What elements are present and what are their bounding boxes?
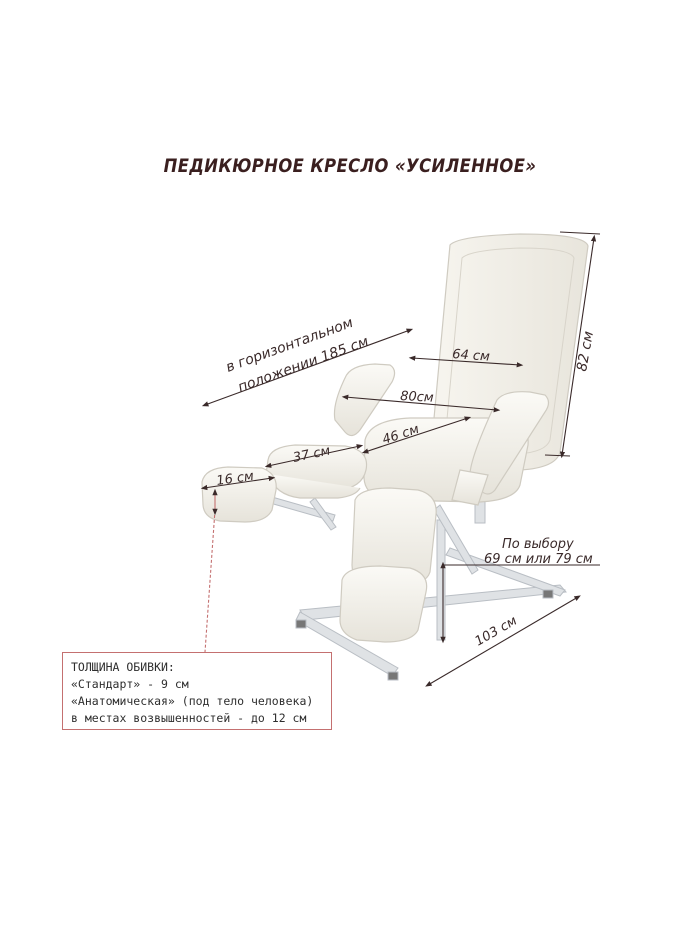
info-heading: ТОЛЩИНА ОБИВКИ: (71, 660, 175, 674)
info-line-standard: «Стандарт» - 9 см (71, 677, 189, 691)
label-option-line1: По выбору (502, 537, 574, 552)
info-line-elevations: в местах возвышенностей - до 12 см (71, 711, 307, 725)
info-line-anatomic: «Анатомическая» (под тело человека) (71, 694, 314, 708)
dim-line-82 (559, 234, 597, 459)
lower-leg-pads (339, 487, 437, 643)
label-option-line2: 69 см или 79 см (484, 552, 593, 567)
dimension-lines (200, 231, 601, 687)
dim-line-185 (201, 328, 414, 407)
dim-line-37 (264, 444, 364, 468)
page-title: ПЕДИКЮРНОЕ КРЕСЛО «УСИЛЕННОЕ» (163, 155, 537, 177)
upholstery-thickness-info: ТОЛЩИНА ОБИВКИ: «Стандарт» - 9 см «Анато… (62, 652, 332, 730)
dim-line-16 (200, 475, 276, 491)
dim-line-64 (408, 355, 524, 368)
dim-line-46 (361, 416, 472, 454)
dim-line-103 (425, 595, 581, 687)
label-armrest-width: 80см (400, 389, 434, 406)
dim-line-80 (341, 394, 501, 413)
label-backrest-width: 64 см (452, 347, 491, 365)
label-height: 82 см (574, 330, 597, 373)
label-foot-section: 16 см (215, 469, 255, 489)
label-length: 103 см (473, 613, 520, 649)
